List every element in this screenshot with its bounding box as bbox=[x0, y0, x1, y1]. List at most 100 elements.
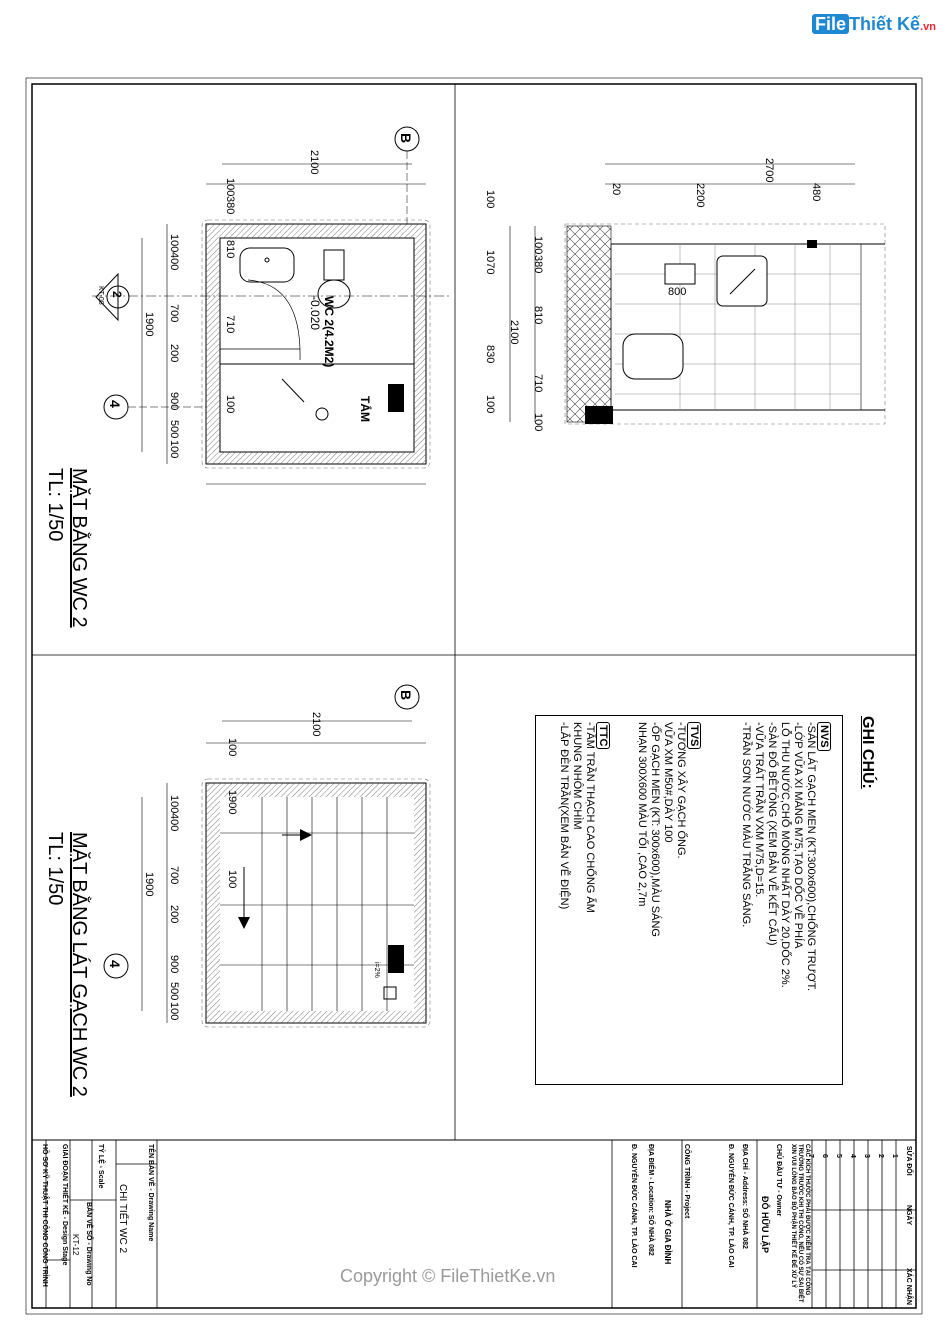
plan-axis-4: 4 bbox=[107, 400, 123, 408]
tb-location-label: ĐỊA ĐIỂM - Location: SỐ NHÀ 082 bbox=[647, 1144, 654, 1256]
elev-top-dim-2: 2200 bbox=[694, 183, 706, 208]
tb-rev-3: 3 bbox=[863, 1154, 870, 1158]
notes-group-tvs: TVS -TƯỜNG XÂY GẠCH ỐNG. VỮA XM M50#,DÀY… bbox=[635, 722, 701, 937]
elev-top-dim-3: 480 bbox=[810, 183, 822, 202]
tile-left-dim-1: 100 bbox=[168, 795, 180, 814]
tb-rev-1: 1 bbox=[891, 1154, 898, 1158]
tile-top-dim-1: 100 bbox=[226, 738, 238, 757]
tb-owner-addr: Đ. NGUYỄN ĐỨC CẢNH, TP. LÀO CAI bbox=[727, 1144, 734, 1268]
nvs-line-6: -TRẦN SƠN NƯỚC MÀU TRẮNG SÁNG. bbox=[740, 722, 752, 928]
tvs-tag: TVS bbox=[687, 722, 701, 750]
notes-group-nvs: NVS -SÀN LÁT GẠCH MEN (KT:300x600),CHỐNG… bbox=[739, 722, 831, 992]
notes-title: GHI CHÚ: bbox=[859, 716, 876, 789]
plan-left-dim-2: 400 bbox=[168, 252, 180, 271]
tb-scale-label: TỶ LỆ - Scale bbox=[97, 1144, 104, 1189]
tvs-line-3: -ỐP GẠCH MEN (KT: 300x600),MÀU SÁNG bbox=[649, 722, 661, 937]
plan-level-label: -0.020 bbox=[308, 296, 322, 331]
tb-header-ngay: NGÀY bbox=[905, 1205, 912, 1226]
plan-left-dim-5: 900 bbox=[168, 392, 180, 411]
plan-top-total: 2100 bbox=[308, 150, 320, 175]
tile-plan-drawing bbox=[103, 684, 431, 1028]
plan-left-dim-6: 500 bbox=[168, 420, 180, 439]
tb-location-addr: Đ. NGUYỄN ĐỨC CẢNH, TP. LÀO CAI bbox=[630, 1144, 637, 1268]
tvs-line-1: -TƯỜNG XÂY GẠCH ỐNG. bbox=[675, 722, 687, 859]
plan-section-num: 2 bbox=[110, 291, 124, 298]
plan-top-dim-1: 100 bbox=[224, 178, 236, 197]
plan-shower-label: TẮM bbox=[358, 396, 372, 422]
tb-project-label: CÔNG TRÌNH - Project bbox=[683, 1144, 690, 1219]
tb-rev-5: 5 bbox=[835, 1154, 842, 1158]
tile-left-dim-5: 900 bbox=[168, 955, 180, 974]
nvs-line-3: LỖ THU NƯỚC,CHỖ MỎNG NHẤT DÀY 20,DỐC 2%. bbox=[779, 722, 791, 988]
plan-top-dim-2: 380 bbox=[224, 196, 236, 215]
plan-top-dim-5: 100 bbox=[224, 395, 236, 414]
tile-plan-scale: TL: 1/50 bbox=[44, 832, 66, 906]
plan-wc-title: MẶT BẰNG WC 2 bbox=[68, 468, 90, 628]
tb-header-sua-doi: SỬA ĐỔI bbox=[905, 1146, 912, 1176]
elev-top-dim-1: 20 bbox=[610, 183, 622, 196]
elev-top-total: 2700 bbox=[763, 158, 775, 183]
elev-left-dim-4: 710 bbox=[532, 374, 544, 393]
plan-left-total: 1900 bbox=[143, 312, 155, 337]
tb-drawing-name: CHI TIẾT WC 2 bbox=[117, 1184, 128, 1254]
elevation-drawing bbox=[509, 163, 886, 425]
title-block-grid bbox=[45, 1140, 916, 1308]
tb-rev-2: 2 bbox=[877, 1154, 884, 1158]
plan-top-dim-3: 810 bbox=[224, 240, 236, 259]
tb-disclaimer-3: XIN VUI LÒNG BÁO BỘ PHẬN THIẾT KẾ ĐỂ XỬ … bbox=[790, 1144, 796, 1288]
tb-owner-name: ĐỖ HỮU LẬP bbox=[760, 1196, 770, 1253]
nvs-tag: NVS bbox=[817, 722, 831, 751]
tile-left-dim-3: 700 bbox=[168, 866, 180, 885]
tb-stage: HỒ SƠ KỸ THUẬT THI CÔNG CÔNG TRÌNH bbox=[41, 1144, 48, 1287]
tb-header-xac-nhan: XÁC NHẬN bbox=[905, 1268, 912, 1305]
tb-stage-label: GIAI ĐOẠN THIẾT KẾ - Design Stage bbox=[61, 1144, 68, 1266]
plan-left-dim-1: 100 bbox=[168, 234, 180, 253]
tb-owner-addr-label: ĐỊA CHỈ - Address: SỐ NHÀ 082 bbox=[741, 1144, 748, 1249]
logo-prefix: File bbox=[812, 14, 850, 34]
plan-left-dim-7: 100 bbox=[168, 440, 180, 459]
elev-left-dim-5: 100 bbox=[532, 413, 544, 432]
tb-drawing-no-label: BẢN VẼ SỐ - Drawing No bbox=[85, 1202, 92, 1286]
elev-left-total: 2100 bbox=[508, 320, 520, 345]
tb-owner-label: CHỦ ĐẦU TƯ - Owner bbox=[775, 1144, 782, 1217]
plan-wc-drawing bbox=[92, 126, 452, 485]
tile-top-dim-2: 1900 bbox=[226, 790, 238, 815]
plan-wc-label: WC 2(4.2M2) bbox=[322, 296, 336, 368]
plan-wc-scale: TL: 1/50 bbox=[44, 468, 66, 542]
notes-group-ttc: TTC -TẤM TRẦN THẠCH CAO CHỐNG ẨM KHUNG N… bbox=[557, 722, 610, 913]
elev-left-dim-2: 380 bbox=[532, 255, 544, 274]
tile-slope: i=2% bbox=[373, 962, 380, 978]
tile-left-dim-6: 500 bbox=[168, 982, 180, 1001]
plan-left-dim-4: 200 bbox=[168, 344, 180, 363]
logo-domain: .vn bbox=[920, 21, 936, 33]
tvs-line-2: VỮA XM M50#,DÀY 100 bbox=[662, 722, 674, 843]
copyright-watermark: Copyright © FileThietKe.vn bbox=[340, 1266, 556, 1286]
tile-axis-4: 4 bbox=[107, 960, 123, 968]
tile-axis-b: B bbox=[398, 690, 414, 701]
notes-box bbox=[535, 715, 843, 1085]
ttc-line-1: -TẤM TRẦN THẠCH CAO CHỐNG ẨM bbox=[584, 722, 596, 913]
tile-top-total: 2100 bbox=[310, 712, 322, 737]
elev-left-dim-3: 810 bbox=[532, 306, 544, 325]
nvs-line-1: -SÀN LÁT GẠCH MEN (KT:300x600),CHỐNG TRƯ… bbox=[805, 722, 817, 992]
ttc-line-3: -LẮP ĐÈN TRẦN(XEM BẢN VẼ ĐIỆN) bbox=[558, 722, 570, 910]
tile-left-dim-2: 400 bbox=[168, 813, 180, 832]
logo-suffix: Thiết Kế bbox=[849, 14, 921, 34]
plan-axis-b: B bbox=[398, 133, 414, 144]
elev-left-dim-1: 100 bbox=[532, 236, 544, 255]
tile-left-dim-7: 100 bbox=[168, 1002, 180, 1021]
tb-disclaimer-1: CÁC KÍCH THƯỚC PHẢI ĐƯỢC KIỂM TRA TẠI CÔ… bbox=[804, 1144, 810, 1296]
ttc-line-2: KHUNG NHÔM CHÌM bbox=[571, 722, 583, 830]
tb-drawing-no: KT-12 bbox=[71, 1234, 80, 1256]
tb-rev-6: 6 bbox=[821, 1154, 828, 1158]
tvs-line-4: NHẠN 300X600 MÀU TỐI ,CAO 2,7m bbox=[636, 722, 648, 907]
tile-plan-title: MẶT BẰNG LÁT GẠCH WC 2 bbox=[68, 832, 90, 1097]
nvs-line-2: -LỚP VỮA XI MĂNG M75,TẠO DỐC VỀ PHÍA bbox=[792, 722, 804, 949]
tile-left-total: 1900 bbox=[143, 872, 155, 897]
nvs-line-4: -SÀN ĐỔ BÊTÔNG (XEM BẢN VẼ KẾT CẤU) bbox=[766, 722, 778, 946]
nvs-line-5: -VỮA TRÁT TRẦN VXM M75,D=15. bbox=[753, 722, 765, 898]
tile-left-dim-4: 200 bbox=[168, 905, 180, 924]
tb-drawing-name-label: TÊN BẢN VẼ - Drawing Name bbox=[147, 1144, 154, 1242]
